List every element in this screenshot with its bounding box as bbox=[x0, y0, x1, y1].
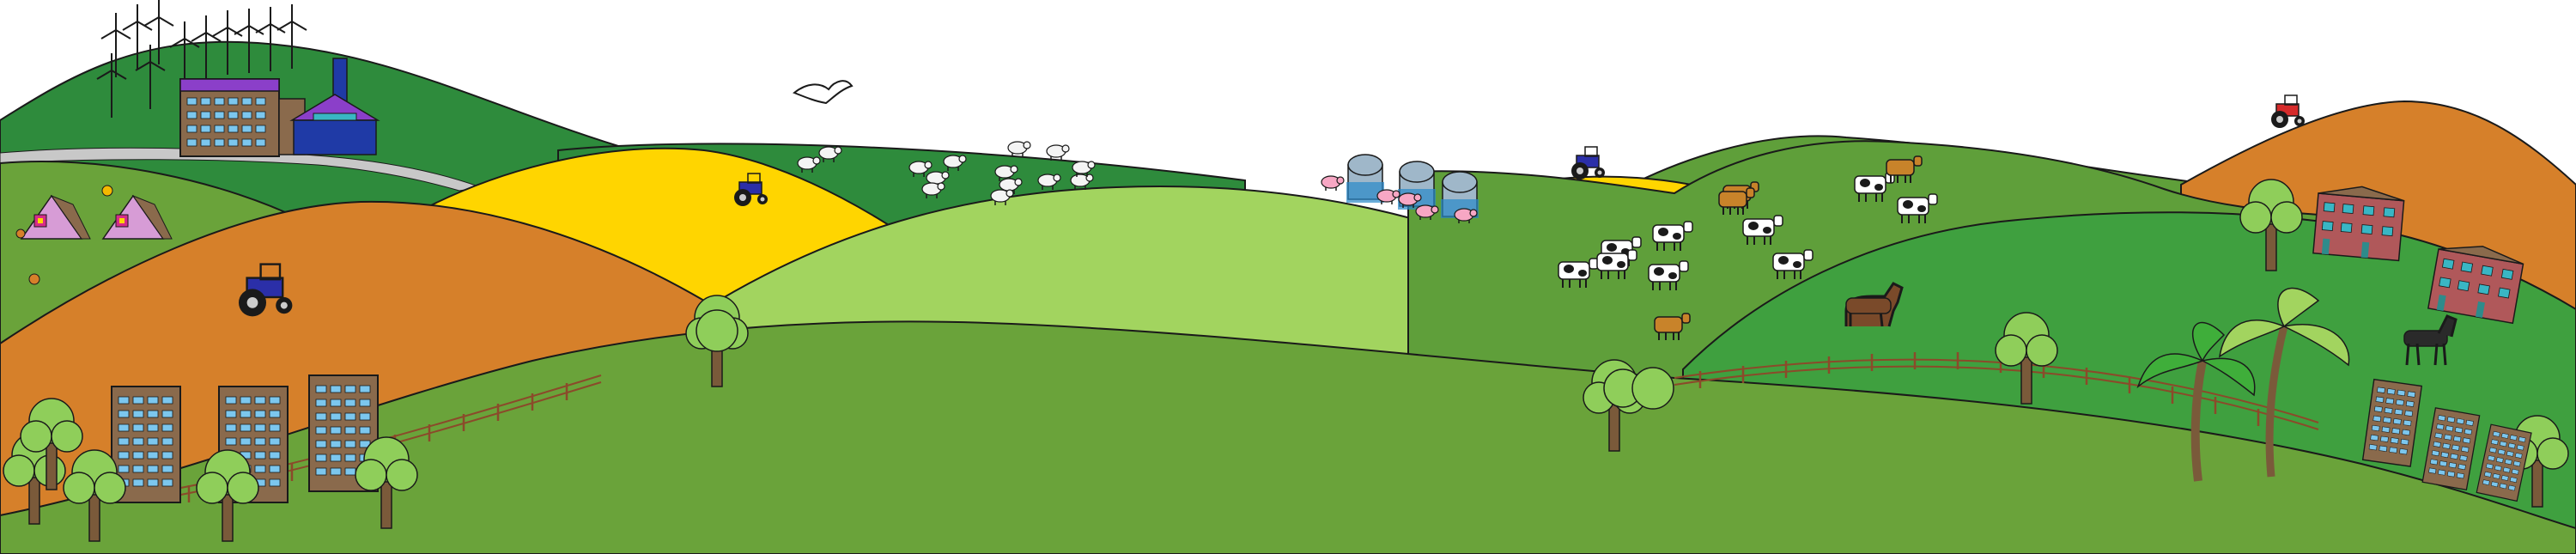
chickens bbox=[15, 185, 113, 285]
front-hill bbox=[0, 320, 2576, 554]
silos bbox=[1346, 154, 1479, 218]
palm-trees bbox=[2136, 287, 2350, 482]
farm-barns bbox=[20, 194, 173, 240]
shrubs bbox=[696, 309, 1674, 410]
horses bbox=[1844, 282, 2458, 366]
factory bbox=[179, 58, 380, 157]
flying-bird bbox=[793, 80, 854, 105]
